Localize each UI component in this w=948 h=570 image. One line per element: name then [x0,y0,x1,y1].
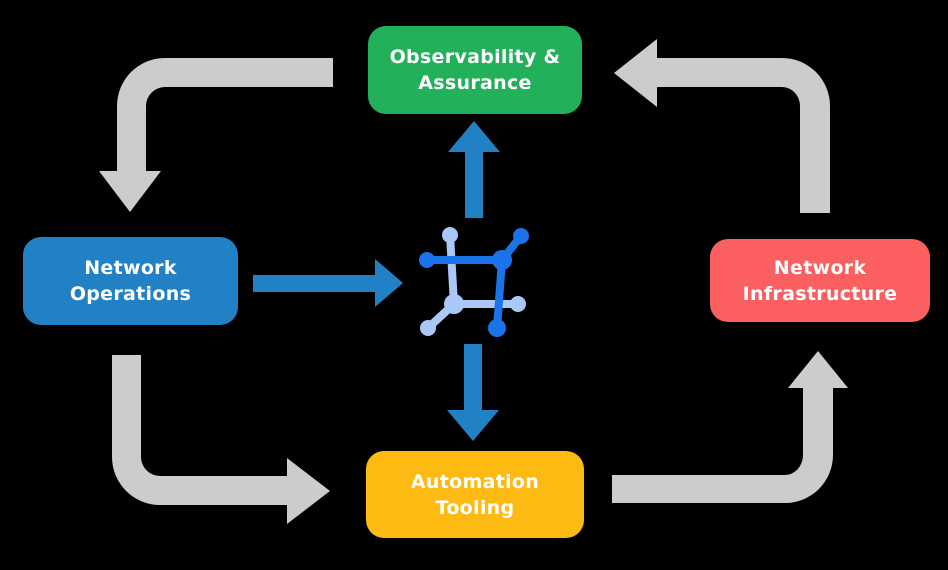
node-label-line1: Network [773,256,867,279]
node-label-line2: Assurance [418,72,532,94]
arrow-automation-to-infrastructure-head [788,351,848,388]
arrow-observability-to-operations [117,58,333,172]
node-label-line1: Automation [410,470,540,493]
arrow-center-to-observability-shaft [465,150,483,218]
node-label-line1: Network [84,257,177,279]
node-network-infrastructure: Network Infrastructure [710,239,930,322]
node-label-line2: Tooling [435,496,515,519]
arrow-infrastructure-to-observability [656,58,830,213]
arrow-center-to-observability-head [448,121,500,152]
arrow-center-to-automation-head [447,410,499,441]
node-label-line2: Operations [69,283,192,305]
arrow-observability-to-operations-head [99,171,161,212]
node-automation-tooling: Automation Tooling [366,451,584,538]
arrow-automation-to-infrastructure [612,387,833,503]
arrow-operations-to-automation-head [287,458,330,524]
arrow-operations-to-center-head [375,259,403,307]
arrow-infrastructure-to-observability-head [614,39,657,107]
node-network-operations: Network Operations [23,237,238,325]
arrow-center-to-automation-shaft [464,344,482,411]
arrow-operations-to-automation [112,355,287,505]
node-observability-assurance: Observability & Assurance [368,26,582,114]
node-label-line1: Observability & [389,46,561,68]
node-label-line2: Infrastructure [742,282,898,305]
arrow-operations-to-center-shaft [253,275,375,292]
network-mesh-icon [419,227,529,337]
